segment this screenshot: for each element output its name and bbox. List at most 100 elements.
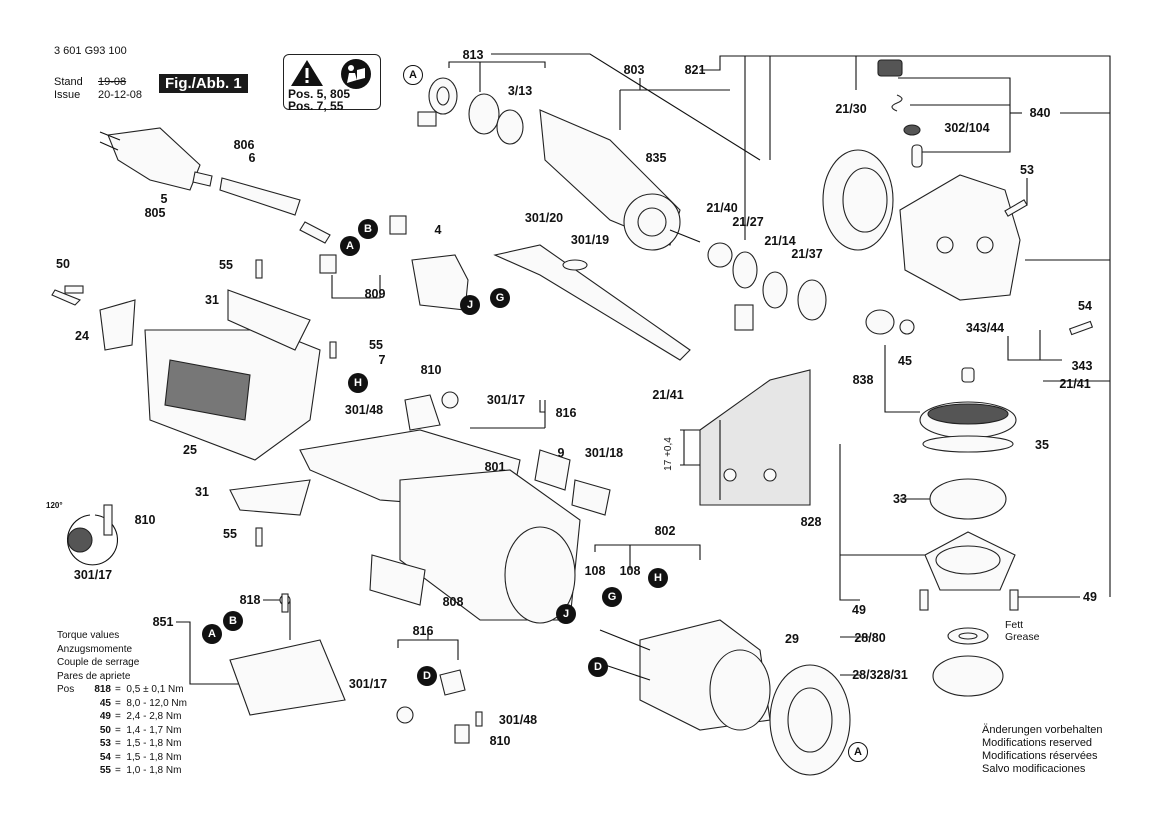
- torque-row: 54= 1,5 - 1,8 Nm: [57, 751, 187, 765]
- torque-value: 8,0 - 12,0 Nm: [126, 697, 187, 709]
- part-label: 301/18: [584, 446, 624, 460]
- part-label: 108: [619, 564, 641, 578]
- warning-triangle-icon: [291, 60, 323, 86]
- part-label: 301/48: [344, 403, 384, 417]
- part-label: 805: [144, 206, 166, 220]
- part-label: 802: [654, 524, 676, 538]
- torque-pos: 50: [99, 724, 111, 736]
- callout-d: D: [417, 666, 437, 686]
- torque-pos: 55: [99, 765, 111, 776]
- bearings: [417, 77, 524, 145]
- part-label: 813: [462, 48, 484, 62]
- part-label: 818: [239, 593, 261, 607]
- mod-line: Salvo modificaciones: [982, 763, 1086, 775]
- safety-warning-box: Pos. 5, 805 Pos. 7, 55: [283, 54, 381, 113]
- callout-a: A: [340, 236, 360, 256]
- part-label: 301/17: [486, 393, 526, 407]
- torque-pos: 54: [99, 751, 111, 763]
- part-label: 343: [1071, 359, 1093, 373]
- torque-value: 1,4 - 1,7 Nm: [126, 724, 182, 736]
- end-cap: [51, 289, 136, 351]
- callout-g: G: [490, 288, 510, 308]
- part-number: 3 601 G93 100: [54, 45, 127, 57]
- grease-note-en: Grease: [1005, 631, 1040, 643]
- stand-label: Stand: [54, 76, 83, 88]
- part-label: 55: [369, 338, 383, 352]
- part-label: 55: [223, 527, 237, 541]
- figure-label: Fig./Abb. 1: [159, 74, 248, 93]
- callout-d: D: [588, 657, 608, 677]
- callout-h: H: [348, 373, 368, 393]
- power-plug: [99, 127, 213, 191]
- stand-date: 19-08: [98, 76, 127, 88]
- part-label: 828: [800, 515, 822, 529]
- torque-prefix: Pos: [57, 684, 75, 695]
- motor-housing: [144, 289, 321, 516]
- torque-pos: 818: [94, 684, 111, 695]
- part-label: 28/80: [854, 631, 886, 645]
- part-label: 54: [1078, 299, 1092, 313]
- mod-line: Modifications réservées: [982, 750, 1098, 762]
- leader-lines: [176, 53, 1111, 685]
- part-label: 4: [434, 223, 442, 237]
- torque-pos: 45: [99, 697, 111, 709]
- part-label: 9: [557, 446, 565, 460]
- part-label: 45: [898, 354, 912, 368]
- part-label: 31: [205, 293, 219, 307]
- callout-b: B: [358, 219, 378, 239]
- torque-value: 1,5 - 1,8 Nm: [126, 738, 182, 749]
- air-guide-ring: [769, 664, 851, 776]
- part-label: 301/20: [524, 211, 564, 225]
- part-label: 6: [248, 151, 256, 165]
- part-label: 21/27: [732, 215, 764, 229]
- torque-values-table: Torque values Anzugsmomente Couple de se…: [57, 629, 187, 778]
- part-label: 35: [1035, 438, 1049, 452]
- callout-j: J: [556, 604, 576, 624]
- part-label: 49: [852, 603, 866, 617]
- grease-note-de: Fett: [1005, 619, 1024, 631]
- part-label: 53: [1020, 163, 1034, 177]
- callout-a: A: [202, 624, 222, 644]
- part-label: 21/37: [791, 247, 823, 261]
- torque-title: Anzugsmomente: [57, 643, 133, 655]
- part-label: 816: [412, 624, 434, 638]
- part-label: 31: [195, 485, 209, 499]
- modifications-note: Änderungen vorbehalten Modifications res…: [982, 724, 1102, 776]
- dimension-note: 17 +0,4: [662, 437, 674, 471]
- part-label: 21/41: [1059, 377, 1091, 391]
- part-label: 810: [134, 513, 156, 527]
- part-label: 302/104: [944, 121, 990, 135]
- part-label: 301/48: [498, 713, 538, 727]
- brush-holders: [319, 215, 470, 744]
- mod-line: Änderungen vorbehalten: [982, 724, 1103, 736]
- part-label: 301/19: [570, 233, 610, 247]
- screws: [64, 199, 1094, 727]
- part-label: 25: [183, 443, 197, 457]
- angle-note: 120°: [46, 501, 63, 510]
- pinion-gear: [865, 309, 915, 335]
- spring-clip: [66, 504, 119, 566]
- callout-b: B: [223, 611, 243, 631]
- switch-frame: [299, 429, 611, 624]
- part-label: 803: [623, 63, 645, 77]
- part-label: 801: [484, 460, 506, 474]
- part-label: 21/30: [835, 102, 867, 116]
- part-label: 7: [378, 353, 386, 367]
- callout-g: G: [602, 587, 622, 607]
- gear-housing: [822, 59, 1021, 301]
- part-label: 108: [584, 564, 606, 578]
- torque-value: 1,0 - 1,8 Nm: [126, 765, 182, 776]
- part-label: 21/14: [764, 234, 796, 248]
- switch-housing: [229, 594, 346, 716]
- part-label: 810: [489, 734, 511, 748]
- part-label: 24: [75, 329, 89, 343]
- torque-row: 53= 1,5 - 1,8 Nm: [57, 737, 187, 751]
- torque-row: 49= 2,4 - 2,8 Nm: [57, 710, 187, 724]
- part-label: 3/13: [507, 84, 533, 98]
- part-label: 809: [364, 287, 386, 301]
- torque-row: 50= 1,4 - 1,7 Nm: [57, 724, 187, 738]
- part-label: 808: [442, 595, 464, 609]
- warning-line: Pos. 7, 55: [288, 99, 344, 113]
- part-label: 840: [1029, 106, 1051, 120]
